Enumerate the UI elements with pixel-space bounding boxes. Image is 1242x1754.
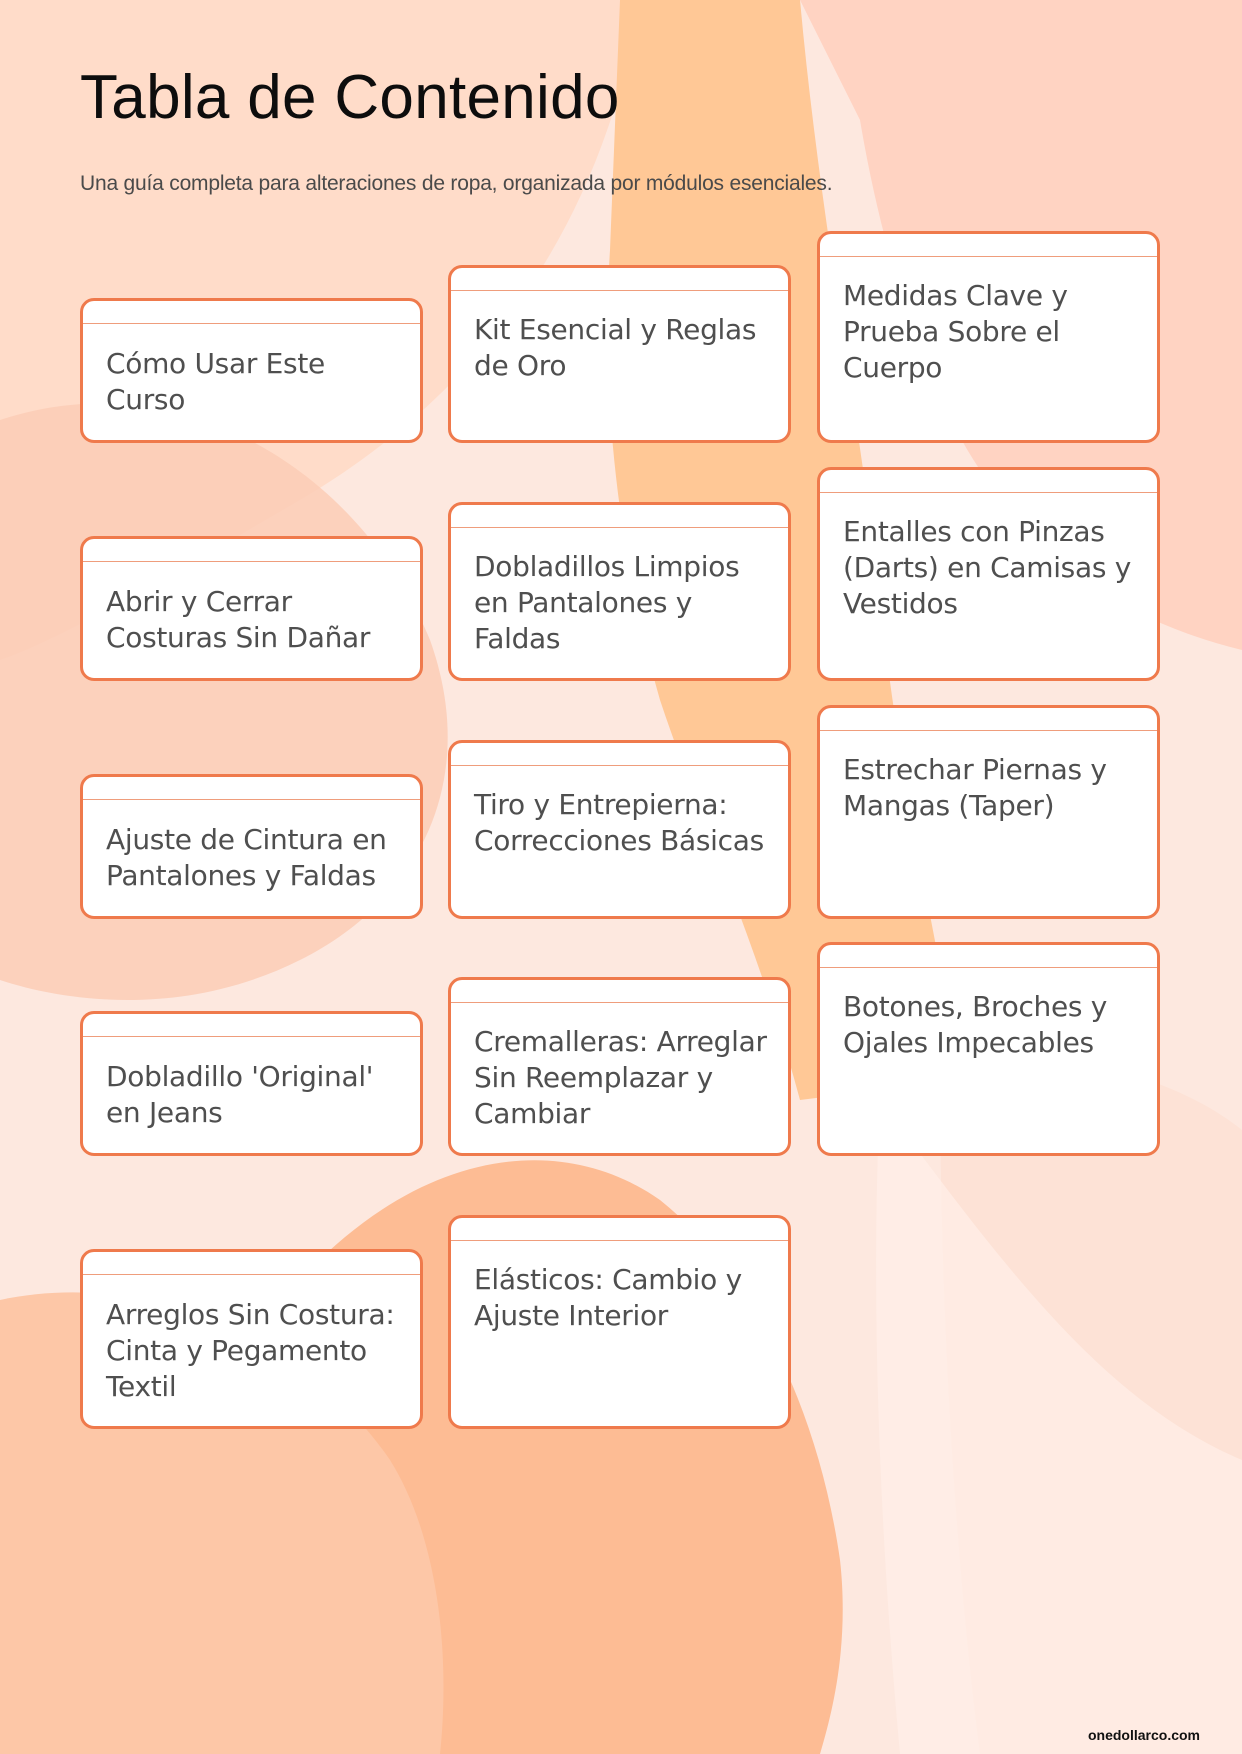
page-title: Tabla de Contenido (80, 63, 620, 132)
card-divider (820, 730, 1157, 731)
module-card[interactable]: Abrir y Cerrar Costuras Sin Dañar (80, 536, 423, 681)
card-divider (83, 323, 420, 324)
card-divider (83, 799, 420, 800)
module-title: Dobladillo 'Original' en Jeans (106, 1060, 374, 1129)
module-title: Medidas Clave y Prueba Sobre el Cuerpo (843, 279, 1068, 384)
module-card[interactable]: Kit Esencial y Reglas de Oro (448, 265, 791, 443)
card-divider (451, 527, 788, 528)
module-card[interactable]: Elásticos: Cambio y Ajuste Interior (448, 1215, 791, 1429)
module-title: Entalles con Pinzas (Darts) en Camisas y… (843, 515, 1131, 620)
card-divider (83, 1036, 420, 1037)
card-divider (820, 256, 1157, 257)
module-card[interactable]: Cremalleras: Arreglar Sin Reemplazar y C… (448, 977, 791, 1156)
card-divider (820, 967, 1157, 968)
module-title: Abrir y Cerrar Costuras Sin Dañar (106, 585, 371, 654)
page-subtitle: Una guía completa para alteraciones de r… (80, 172, 833, 195)
card-divider (451, 1002, 788, 1003)
module-title: Arreglos Sin Costura: Cinta y Pegamento … (106, 1298, 395, 1403)
module-card[interactable]: Estrechar Piernas y Mangas (Taper) (817, 705, 1160, 919)
module-card[interactable]: Entalles con Pinzas (Darts) en Camisas y… (817, 467, 1160, 681)
card-divider (451, 1240, 788, 1241)
module-card[interactable]: Medidas Clave y Prueba Sobre el Cuerpo (817, 231, 1160, 443)
module-title: Ajuste de Cintura en Pantalones y Faldas (106, 823, 387, 892)
card-divider (83, 1274, 420, 1275)
module-card[interactable]: Dobladillos Limpios en Pantalones y Fald… (448, 502, 791, 681)
module-title: Estrechar Piernas y Mangas (Taper) (843, 753, 1107, 822)
card-divider (451, 290, 788, 291)
module-title: Botones, Broches y Ojales Impecables (843, 990, 1108, 1059)
card-divider (451, 765, 788, 766)
module-card[interactable]: Cómo Usar Este Curso (80, 298, 423, 443)
module-title: Tiro y Entrepierna: Correcciones Básicas (474, 788, 764, 857)
module-card[interactable]: Tiro y Entrepierna: Correcciones Básicas (448, 740, 791, 919)
module-card[interactable]: Ajuste de Cintura en Pantalones y Faldas (80, 774, 423, 919)
module-card[interactable]: Botones, Broches y Ojales Impecables (817, 942, 1160, 1156)
module-title: Dobladillos Limpios en Pantalones y Fald… (474, 550, 740, 655)
footer-website: onedollarco.com (1087, 1727, 1200, 1743)
module-title: Elásticos: Cambio y Ajuste Interior (474, 1263, 742, 1332)
module-title: Cremalleras: Arreglar Sin Reemplazar y C… (474, 1025, 767, 1130)
module-title: Kit Esencial y Reglas de Oro (474, 313, 757, 382)
module-card[interactable]: Dobladillo 'Original' en Jeans (80, 1011, 423, 1156)
module-card[interactable]: Arreglos Sin Costura: Cinta y Pegamento … (80, 1249, 423, 1429)
card-divider (83, 561, 420, 562)
module-title: Cómo Usar Este Curso (106, 347, 325, 416)
card-divider (820, 492, 1157, 493)
